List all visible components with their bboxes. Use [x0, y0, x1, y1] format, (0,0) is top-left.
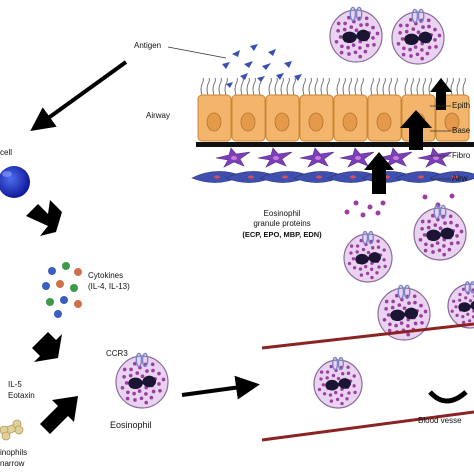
blood-vessel-wall-bottom — [261, 410, 474, 442]
epithelial-cell — [265, 94, 300, 142]
airway-label: Airway — [146, 111, 171, 120]
granule-list: (ECP, EPO, MBP, EDN) — [242, 230, 322, 239]
fibroblast-cell — [257, 147, 293, 168]
eosinophil-cell — [413, 204, 467, 261]
il5-label: IL-5 — [8, 380, 22, 389]
eosinophil-cell — [447, 281, 474, 329]
eosinophil-to-vessel-arrow — [181, 375, 260, 400]
fibroblast-cell — [215, 147, 251, 168]
fibroblast-cell — [339, 147, 375, 168]
airway-smooth-muscle-label: Airw — [452, 174, 468, 183]
eosinophil-cell — [343, 230, 393, 283]
antigen-label: Antigen — [134, 41, 162, 50]
basement-membrane — [196, 142, 474, 147]
basement-label: Base — [452, 126, 471, 135]
tcell-to-cytokines-arrow — [26, 200, 62, 236]
cytokines-to-il5-arrow — [32, 332, 62, 362]
epithelial-cell — [197, 94, 232, 142]
epithelial-cell — [231, 94, 266, 142]
eotaxin-label: Eotaxin — [8, 391, 35, 400]
epithelial-cell — [333, 94, 368, 142]
eosinophil-cell — [313, 356, 363, 409]
epithelium-label: Epith — [452, 101, 471, 110]
eosinophil-cell — [391, 8, 445, 65]
cytokines-label: Cytokines — [88, 271, 124, 280]
epithelial-cell — [367, 94, 402, 142]
fibroblast-cell — [299, 147, 335, 168]
granule-title-2: granule proteins — [253, 219, 311, 228]
blood-vessel-wall-top — [261, 322, 474, 350]
smooth-muscle-cell — [429, 171, 474, 183]
bone-marrow-icon — [0, 419, 24, 441]
antigen-particles — [222, 44, 302, 88]
eosinophils — [115, 6, 474, 409]
ccr3-label: CCR3 — [106, 349, 128, 358]
eosinophil-cell — [377, 284, 431, 341]
airway-smooth-muscle-layer — [191, 171, 474, 183]
fibroblast-layer — [215, 147, 453, 168]
cytokines-sublabel: (IL-4, IL-13) — [88, 282, 130, 291]
eosinophil-label: Eosinophil — [110, 420, 152, 430]
antigen-pointer — [167, 46, 227, 59]
smooth-muscle-cell — [259, 171, 311, 183]
cytokine-dots — [42, 262, 82, 318]
epithelial-cell — [299, 94, 334, 142]
il5-to-eosinophil-arrow — [40, 396, 78, 434]
epithelium-layer — [197, 94, 470, 142]
epithelium-cilia — [200, 77, 466, 96]
bone-marrow-label: narrow — [0, 459, 25, 468]
transmigration-arrow — [428, 390, 468, 404]
blood-vessel-label: Blood vesse — [418, 416, 462, 425]
antigen-to-tcell-arrow — [30, 60, 128, 132]
t-cell-shine — [2, 171, 12, 177]
upward-arrows — [364, 78, 452, 194]
eosinophil-cell — [329, 6, 383, 63]
fibroblast-cell — [417, 147, 453, 168]
fibroblast-label: Fibro — [452, 151, 471, 160]
t-cell-label: cell — [0, 148, 13, 157]
t-cell — [0, 166, 30, 198]
granule-title-1: Eosinophil — [263, 209, 301, 218]
smooth-muscle-cell — [225, 171, 277, 183]
bone-marrow-eosinophils-label: inophils — [0, 448, 28, 457]
eosinophil-cell — [115, 352, 169, 409]
